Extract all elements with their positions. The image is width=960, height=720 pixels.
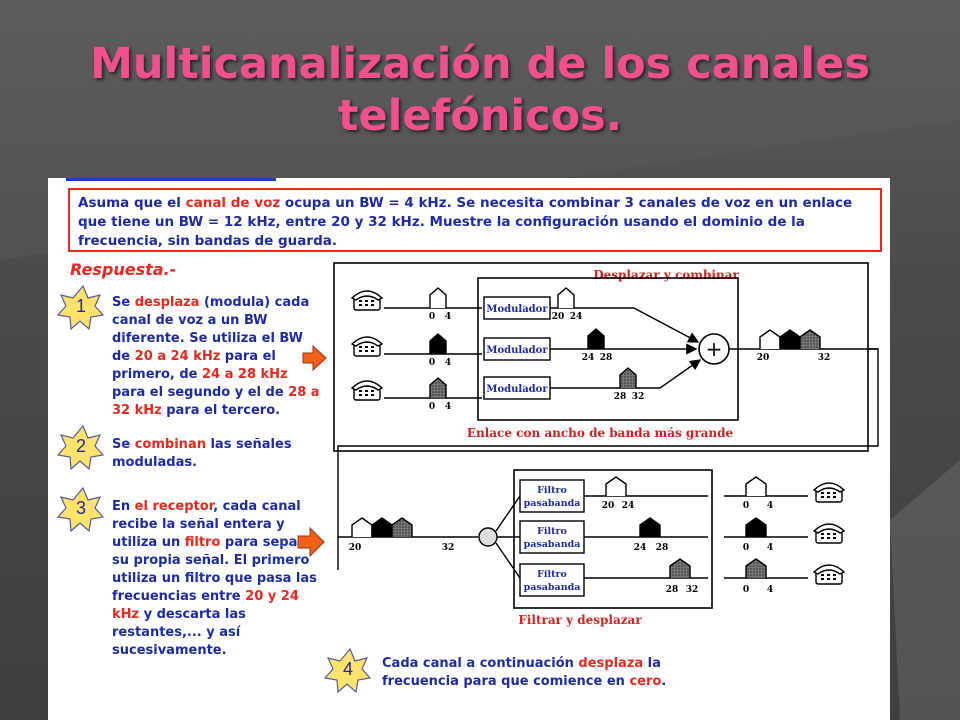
step-1-text: Se desplaza (modula) cada canal de voz a… <box>112 295 320 418</box>
svg-text:Modulador: Modulador <box>486 345 548 356</box>
problem-statement: Asuma que el canal de voz ocupa un BW = … <box>68 188 882 252</box>
step-badge-2: 2 <box>56 424 105 471</box>
svg-text:24: 24 <box>570 312 583 322</box>
spectrum-1 <box>429 287 447 308</box>
svg-text:4: 4 <box>445 312 451 322</box>
multiplexing-diagram: 1 2 3 4 Desplazar y combinar <box>56 262 879 694</box>
orange-arrow-bottom <box>297 526 325 558</box>
svg-text:24: 24 <box>582 353 595 363</box>
filter-3: Filtro pasabanda <box>519 563 585 597</box>
svg-text:3: 3 <box>76 498 86 518</box>
svg-text:20: 20 <box>757 353 770 363</box>
svg-text:4: 4 <box>343 659 353 679</box>
phone-icon <box>813 523 845 544</box>
step-4-text: Cada canal a continuación desplaza la fr… <box>382 656 667 689</box>
adder: + <box>698 333 730 365</box>
spectrum-3 <box>429 377 447 398</box>
svg-text:0: 0 <box>743 585 749 595</box>
svg-text:0: 0 <box>429 402 435 412</box>
svg-text:20: 20 <box>552 312 565 322</box>
svg-text:pasabanda: pasabanda <box>524 498 581 509</box>
svg-text:4: 4 <box>767 501 773 511</box>
step-badge-1: 1 <box>56 284 105 331</box>
svg-text:Filtro: Filtro <box>537 485 567 496</box>
svg-text:0: 0 <box>743 543 749 553</box>
filter-block <box>513 469 713 609</box>
phone-icon <box>813 564 845 585</box>
svg-text:24: 24 <box>634 543 647 553</box>
svg-text:Desplazar y combinar: Desplazar y combinar <box>593 268 739 282</box>
svg-text:28: 28 <box>614 392 627 402</box>
modulator-3: Modulador <box>483 376 551 400</box>
step-2-text: Se combinan las señales moduladas. <box>112 437 292 470</box>
filter-1: Filtro pasabanda <box>519 479 585 513</box>
svg-text:28: 28 <box>666 585 679 595</box>
orange-arrow-top <box>302 344 327 372</box>
step-badge-3: 3 <box>56 486 105 533</box>
svg-text:4: 4 <box>445 402 451 412</box>
svg-text:28: 28 <box>600 353 613 363</box>
respuesta-heading: Respuesta.- <box>70 260 177 279</box>
svg-text:2: 2 <box>76 436 86 456</box>
slide-figure: Asuma que el canal de voz ocupa un BW = … <box>48 178 890 720</box>
splitter-node <box>478 527 498 547</box>
spectrum-2 <box>429 333 447 354</box>
step-3-text: En el receptor, cada canal recibe la señ… <box>112 499 319 658</box>
svg-text:4: 4 <box>767 585 773 595</box>
svg-text:0: 0 <box>743 501 749 511</box>
svg-text:20: 20 <box>349 543 362 553</box>
svg-text:+: + <box>706 337 723 361</box>
step-badge-4: 4 <box>323 647 372 694</box>
svg-text:4: 4 <box>767 543 773 553</box>
svg-text:24: 24 <box>622 501 635 511</box>
slide-title: Multicanalización de los canales telefón… <box>90 39 870 141</box>
phone-icon <box>813 482 845 503</box>
top-rule <box>66 178 276 181</box>
svg-text:20: 20 <box>602 501 615 511</box>
phone-icon <box>351 336 383 357</box>
svg-text:Filtrar y desplazar: Filtrar y desplazar <box>518 613 642 627</box>
svg-text:32: 32 <box>686 585 699 595</box>
svg-text:Filtro: Filtro <box>537 569 567 580</box>
svg-text:28: 28 <box>656 543 669 553</box>
svg-text:Enlace con ancho de banda más: Enlace con ancho de banda más grande <box>467 426 734 440</box>
modulator-1: Modulador <box>483 296 551 320</box>
filter-2: Filtro pasabanda <box>519 520 585 554</box>
phone-icon <box>351 290 383 311</box>
phone-icon <box>351 380 383 401</box>
svg-text:1: 1 <box>76 296 86 316</box>
svg-text:0: 0 <box>429 358 435 368</box>
svg-text:32: 32 <box>818 353 831 363</box>
modulator-2: Modulador <box>483 337 551 361</box>
svg-text:pasabanda: pasabanda <box>524 539 581 550</box>
svg-text:Filtro: Filtro <box>537 526 567 537</box>
svg-text:32: 32 <box>632 392 645 402</box>
svg-text:32: 32 <box>442 543 455 553</box>
svg-text:Modulador: Modulador <box>486 384 548 395</box>
svg-text:4: 4 <box>445 358 451 368</box>
svg-text:0: 0 <box>429 312 435 322</box>
svg-text:pasabanda: pasabanda <box>524 582 581 593</box>
svg-text:Modulador: Modulador <box>486 304 548 315</box>
